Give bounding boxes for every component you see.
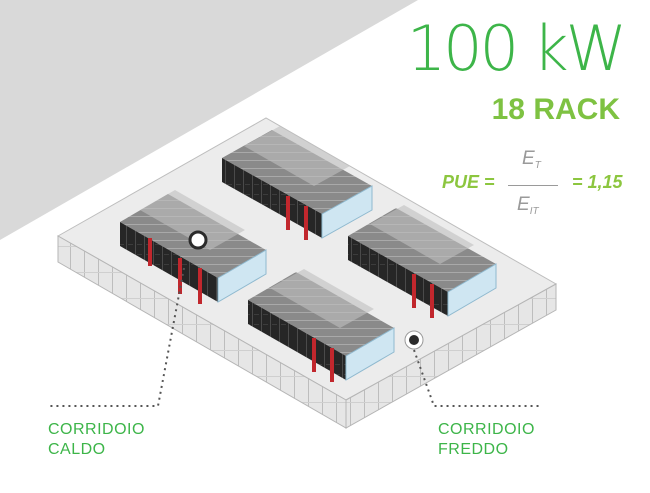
rack-pod-left [120,190,267,304]
cold-aisle-leader [413,349,540,407]
pue-result: = 1,15 [572,172,623,192]
rack-pod-right [348,205,497,318]
pue-numerator: ET [522,148,541,171]
backdrop-wedge [0,0,418,240]
rack-pod-top [222,126,373,240]
rack-pod-bottom [248,269,395,382]
rack-count: 18 RACK [491,93,620,126]
pue-denominator: EIT [517,194,539,217]
power-headline: 100 kW [406,12,627,85]
hot-aisle-line1: CORRIDOIO [48,421,145,438]
dot-marker-icon [404,330,424,350]
cold-aisle-line2: FREDDO [438,441,509,458]
cold-aisle-line1: CORRIDOIO [438,421,535,438]
cold-aisle-callout: CORRIDOIO FREDDO [438,420,535,460]
hot-aisle-line2: CALDO [48,441,106,458]
hot-aisle-callout: CORRIDOIO CALDO [48,420,145,460]
pue-label: PUE = [442,172,495,192]
fraction-bar [508,185,558,186]
ring-marker-icon [188,230,208,250]
raised-floor [56,117,558,429]
